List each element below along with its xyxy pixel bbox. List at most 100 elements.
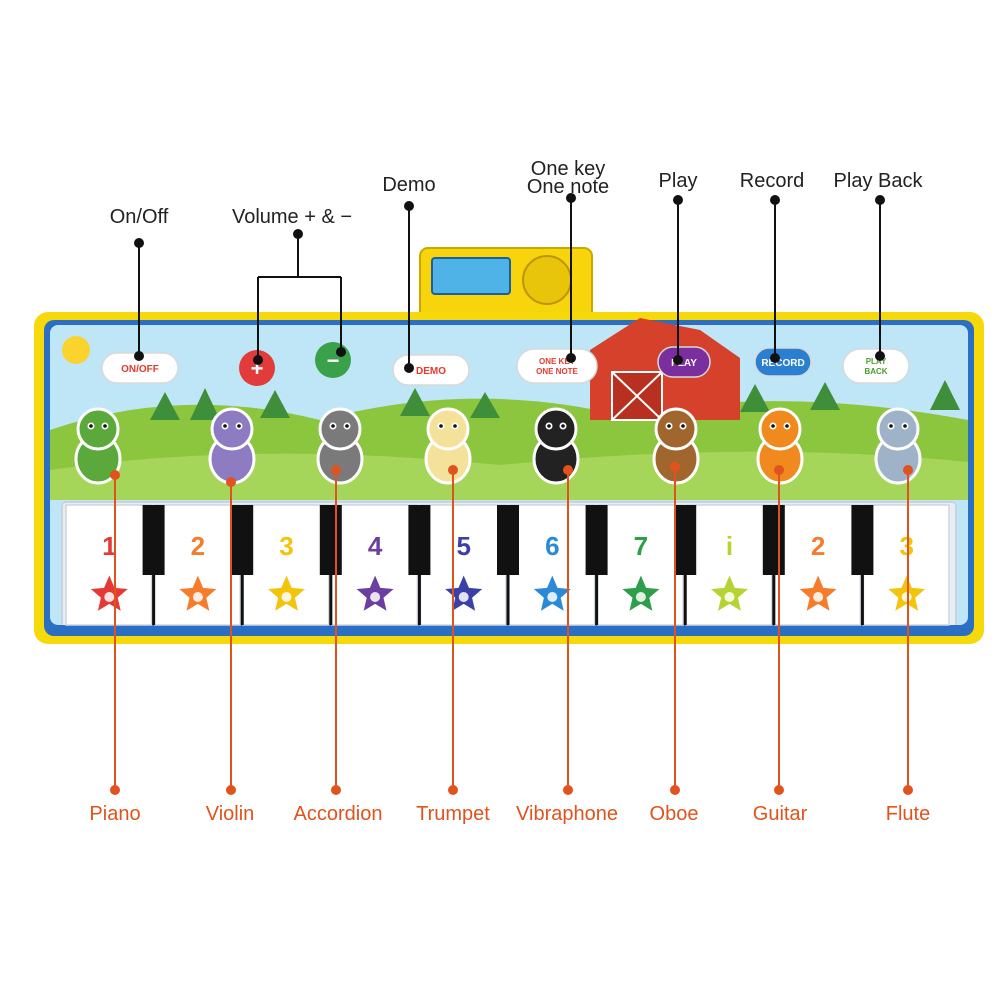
piano-key[interactable]: 5 bbox=[419, 504, 507, 626]
piano-key[interactable]: 3 bbox=[862, 504, 950, 626]
elephant-icon bbox=[874, 407, 922, 485]
mat-button-label: RECORD bbox=[761, 358, 804, 369]
black-piano-key[interactable] bbox=[231, 505, 254, 625]
hippo-icon bbox=[208, 407, 256, 485]
key-number: 3 bbox=[899, 531, 913, 561]
mat-button-label: − bbox=[327, 348, 340, 373]
music-note-icon bbox=[370, 592, 381, 602]
key-number: i bbox=[726, 531, 733, 561]
leader-play-back bbox=[875, 195, 885, 361]
music-note-icon bbox=[547, 592, 558, 602]
key-number: 7 bbox=[634, 531, 648, 561]
key-number: 5 bbox=[456, 531, 470, 561]
music-note-icon bbox=[813, 592, 824, 602]
label-violin: Violin bbox=[205, 803, 255, 825]
cloud-icon bbox=[657, 346, 711, 378]
cloud-icon bbox=[516, 348, 598, 384]
label-one-key: One key bbox=[530, 158, 606, 180]
cloud-icon bbox=[392, 354, 470, 386]
leader-flute bbox=[903, 465, 913, 795]
mat-button-demo[interactable]: DEMO bbox=[392, 354, 470, 386]
music-note-icon bbox=[458, 592, 469, 602]
mat-button-label: ON/OFF bbox=[121, 364, 159, 375]
piano-key[interactable]: 4 bbox=[331, 504, 419, 626]
leader-record bbox=[770, 195, 780, 363]
leader-play bbox=[673, 195, 683, 365]
key-number: 2 bbox=[191, 531, 205, 561]
leader-oboe bbox=[670, 462, 680, 795]
black-piano-key[interactable] bbox=[142, 505, 165, 625]
label-oboe: Oboe bbox=[649, 803, 699, 825]
label-one-note: One note bbox=[526, 176, 610, 198]
leader-accordion bbox=[331, 465, 341, 795]
label-on-off: On/Off bbox=[109, 206, 169, 228]
key-number: 6 bbox=[545, 531, 559, 561]
label-volume: Volume + & − bbox=[231, 206, 353, 228]
mat-button-onoff[interactable]: ON/OFF bbox=[101, 352, 179, 384]
speaker-window bbox=[431, 257, 511, 295]
mat-button-label: DEMO bbox=[416, 366, 446, 377]
music-note-icon bbox=[724, 592, 735, 602]
mat-button-play[interactable]: PLAY bbox=[657, 346, 711, 378]
label-flute: Flute bbox=[885, 803, 931, 825]
label-play-back: Play Back bbox=[833, 170, 923, 192]
key-number: 2 bbox=[811, 531, 825, 561]
music-note-icon bbox=[901, 592, 912, 602]
label-record: Record bbox=[739, 170, 805, 192]
cloud-icon bbox=[842, 348, 910, 384]
music-note-icon bbox=[192, 592, 203, 602]
black-piano-key[interactable] bbox=[585, 505, 608, 625]
black-piano-key[interactable] bbox=[674, 505, 697, 625]
piano-key[interactable]: 7 bbox=[596, 504, 684, 626]
keyboard: 1 2 3 4 5 6 7 i 2 3 bbox=[65, 504, 950, 626]
turtle-icon bbox=[74, 407, 122, 485]
leader-volume bbox=[253, 229, 346, 365]
cloud-icon bbox=[754, 347, 812, 377]
leader-on-off bbox=[134, 238, 144, 361]
label-accordion: Accordion bbox=[293, 803, 383, 825]
mat-button-label: ONE KEY bbox=[539, 357, 576, 366]
monkey-icon bbox=[652, 407, 700, 485]
key-number: 1 bbox=[102, 531, 116, 561]
piano-key[interactable]: 3 bbox=[242, 504, 330, 626]
leader-violin bbox=[226, 477, 236, 795]
label-piano: Piano bbox=[89, 803, 141, 825]
rabbit-icon bbox=[424, 407, 472, 485]
sun-icon bbox=[62, 336, 90, 364]
leader-piano bbox=[110, 470, 120, 795]
label-demo: Demo bbox=[382, 174, 436, 196]
key-number: 4 bbox=[368, 531, 383, 561]
label-vibraphone: Vibraphone bbox=[516, 803, 618, 825]
mat-button-label: ONE NOTE bbox=[536, 367, 578, 376]
piano-key[interactable]: 6 bbox=[508, 504, 596, 626]
leader-one-key-one-note bbox=[566, 193, 576, 363]
music-note-icon bbox=[104, 592, 115, 602]
piano-key[interactable]: 2 bbox=[774, 504, 862, 626]
leader-vibraphone bbox=[563, 465, 573, 795]
speaker-box bbox=[419, 247, 593, 329]
black-piano-key[interactable] bbox=[408, 505, 431, 625]
music-note-icon bbox=[635, 592, 646, 602]
mat-button-label: PLAY bbox=[866, 357, 887, 366]
leader-demo bbox=[404, 201, 414, 373]
label-play: Play bbox=[658, 170, 698, 192]
mat-button-record[interactable]: RECORD bbox=[754, 347, 812, 377]
label-guitar: Guitar bbox=[752, 803, 808, 825]
music-note-icon bbox=[281, 592, 292, 602]
key-number: 3 bbox=[279, 531, 293, 561]
mat-button-vol_minus[interactable]: − bbox=[315, 342, 351, 378]
piano-key[interactable]: i bbox=[685, 504, 773, 626]
koala-icon bbox=[316, 407, 364, 485]
black-piano-key[interactable] bbox=[851, 505, 874, 625]
piano-key[interactable]: 2 bbox=[153, 504, 241, 626]
black-piano-key[interactable] bbox=[497, 505, 519, 625]
mat-button-label: PLAY bbox=[671, 358, 697, 369]
piano-key[interactable]: 1 bbox=[65, 504, 153, 626]
plus-icon bbox=[239, 350, 275, 386]
label-trumpet: Trumpet bbox=[416, 803, 490, 825]
